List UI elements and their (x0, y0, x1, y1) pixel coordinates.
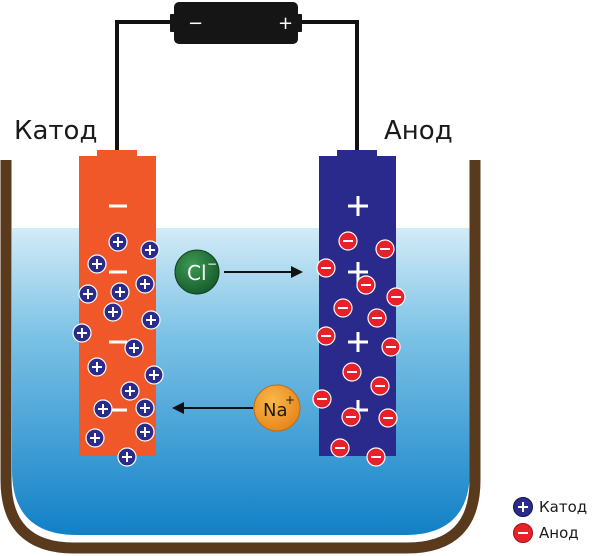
negative-charge-icon (370, 376, 390, 396)
wire-left (115, 20, 178, 150)
chloride-charge: − (207, 257, 217, 271)
chloride-ion: Cl − (174, 249, 220, 295)
positive-charge-icon (141, 310, 161, 330)
negative-charge-icon (316, 326, 336, 346)
positive-charge-icon (78, 284, 98, 304)
negative-charge-icon (378, 408, 398, 428)
negative-charge-icon (366, 447, 386, 467)
cathode-minus-sign (109, 270, 127, 274)
cathode-minus-sign (109, 408, 127, 412)
positive-charge-icon (72, 323, 92, 343)
negative-charge-icon (386, 287, 406, 307)
positive-charge-icon (513, 497, 533, 517)
anode-plus-sign (348, 262, 368, 282)
positive-charge-icon (135, 422, 155, 442)
positive-charge-icon (85, 428, 105, 448)
battery-icon: − + (170, 2, 302, 44)
battery-plus-sign: + (278, 13, 293, 34)
positive-charge-icon (87, 254, 107, 274)
positive-charge-icon (103, 302, 123, 322)
anode-plus-sign (348, 196, 368, 216)
legend-cathode-label: Катод (539, 498, 588, 516)
cathode-label: Катод (14, 116, 98, 146)
cathode-electrode (79, 150, 156, 456)
positive-charge-icon (93, 399, 113, 419)
positive-charge-icon (135, 274, 155, 294)
negative-charge-icon (342, 362, 362, 382)
negative-charge-icon (375, 239, 395, 259)
chloride-arrow (224, 266, 303, 278)
positive-charge-icon (120, 381, 140, 401)
positive-charges (72, 232, 164, 467)
negative-charge-icon (341, 407, 361, 427)
negative-charges (312, 231, 406, 467)
sodium-ion: Na + (253, 384, 301, 432)
chloride-symbol: Cl (187, 261, 207, 285)
anode-plus-sign (348, 332, 368, 352)
negative-charge-icon (330, 438, 350, 458)
positive-charge-icon (124, 338, 144, 358)
positive-charge-icon (117, 447, 137, 467)
battery-minus-sign: − (188, 13, 203, 34)
negative-charge-icon (338, 231, 358, 251)
positive-charge-icon (144, 365, 164, 385)
negative-charge-icon (312, 389, 332, 409)
negative-charge-icon (367, 308, 387, 328)
cathode-minus-sign (109, 340, 127, 344)
legend-anode: Анод (513, 523, 579, 543)
negative-charge-icon (316, 258, 336, 278)
negative-charge-icon (333, 298, 353, 318)
positive-charge-icon (87, 357, 107, 377)
negative-charge-icon (513, 523, 533, 543)
legend-anode-label: Анод (539, 524, 579, 542)
negative-charge-icon (356, 275, 376, 295)
positive-charge-icon (135, 398, 155, 418)
positive-charge-icon (108, 232, 128, 252)
anode-plus-sign (348, 400, 368, 420)
anode-positive-signs (348, 196, 368, 420)
beaker (0, 160, 481, 554)
anode-label: Анод (384, 116, 453, 146)
negative-charge-icon (381, 337, 401, 357)
wire-right (296, 20, 359, 150)
cathode-minus-sign (109, 204, 127, 208)
sodium-charge: + (285, 393, 295, 407)
positive-charge-icon (140, 240, 160, 260)
legend-cathode: Катод (513, 497, 587, 517)
sodium-arrow (172, 402, 253, 414)
positive-charge-icon (110, 282, 130, 302)
cathode-negative-signs (109, 204, 127, 412)
sodium-symbol: Na (263, 400, 288, 421)
